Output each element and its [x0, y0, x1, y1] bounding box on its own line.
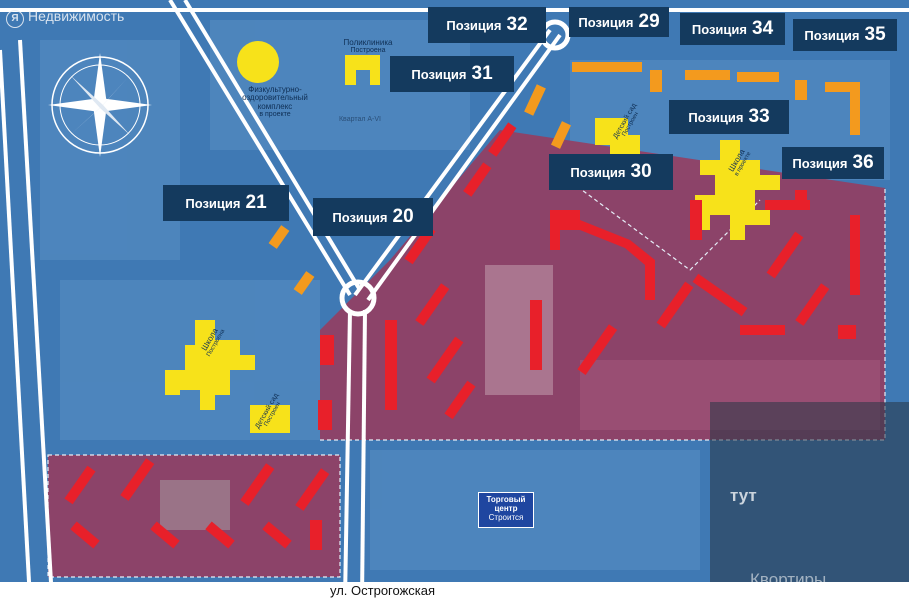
clinic-building [345, 55, 380, 85]
school-right [695, 140, 780, 240]
kindergarten-left [250, 405, 290, 433]
kindergarten-top [595, 118, 640, 160]
street-caption: ул. Острогожская [0, 582, 909, 600]
promo-overlay[interactable]: Квортиры тут [710, 402, 909, 600]
compass-rose-icon [48, 53, 152, 157]
sport-complex-icon [237, 41, 279, 83]
quarter-label: Квартал А-VI [338, 116, 381, 123]
school-left [165, 320, 255, 410]
